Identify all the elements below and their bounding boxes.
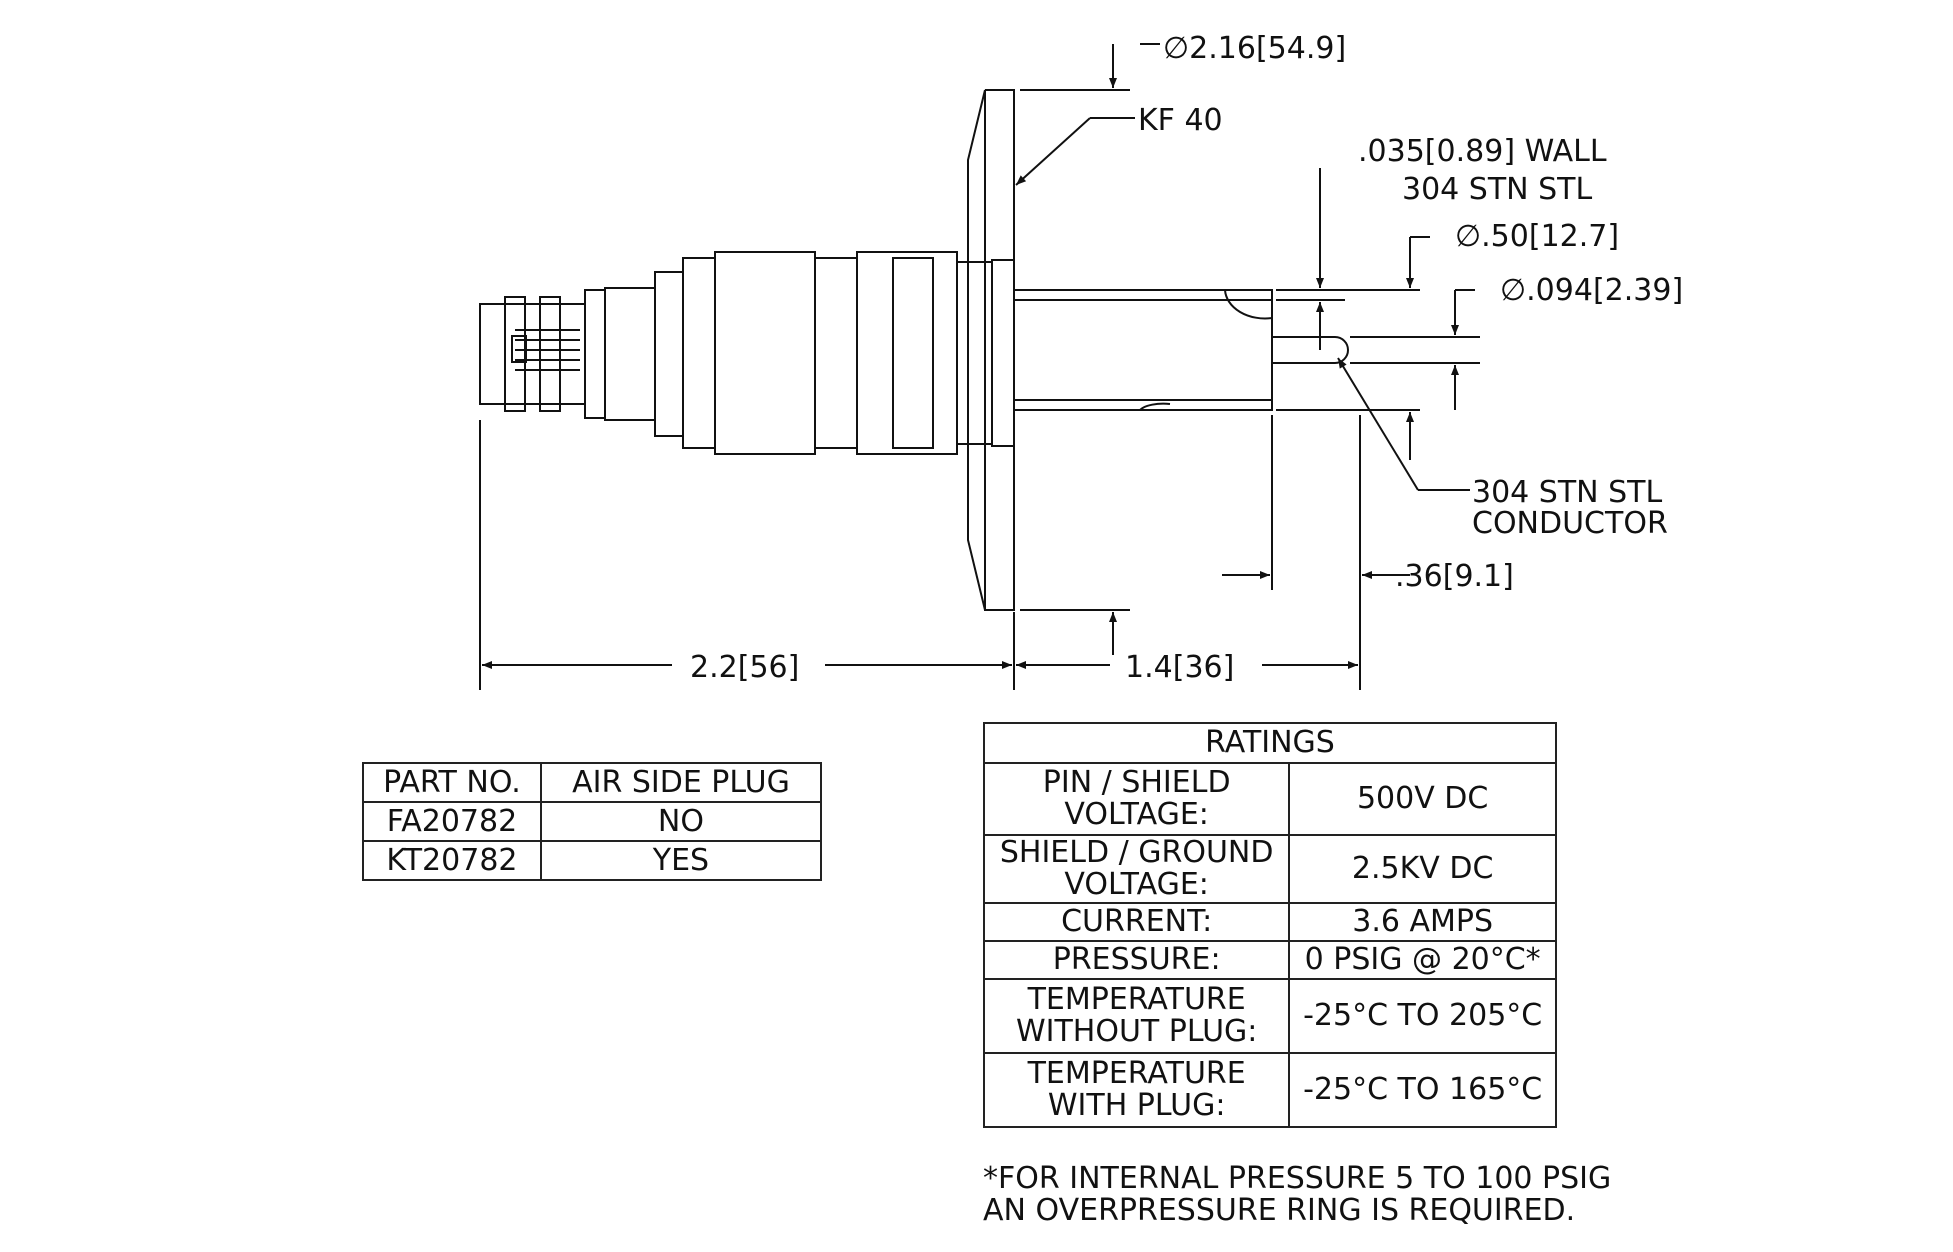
rating-label: SHIELD / GROUND VOLTAGE: bbox=[982, 834, 1291, 904]
table-row: FA20782 NO bbox=[362, 801, 823, 842]
part-number-table: PART NO. AIR SIDE PLUG FA20782 NO KT2078… bbox=[362, 762, 823, 881]
ratings-title: RATINGS bbox=[983, 722, 1557, 764]
flange-diameter-label: ∅2.16[54.9] bbox=[1163, 31, 1346, 66]
rating-value: 3.6 AMPS bbox=[1288, 902, 1557, 942]
ratings-title-row: RATINGS bbox=[983, 722, 1557, 764]
wall-material-label: 304 STN STL bbox=[1402, 172, 1593, 207]
vacuum-tube bbox=[1013, 289, 1273, 411]
air-side-plug-cell: NO bbox=[539, 801, 823, 842]
pin-diameter-label: ∅.094[2.39] bbox=[1500, 273, 1683, 308]
air-side-plug bbox=[479, 289, 606, 419]
rating-label: TEMPERATURE WITHOUT PLUG: bbox=[982, 978, 1291, 1054]
table-row: CURRENT: 3.6 AMPS bbox=[982, 902, 1557, 942]
rating-value: 500V DC bbox=[1288, 762, 1557, 836]
rating-value: 2.5KV DC bbox=[1288, 834, 1557, 904]
conductor-pin bbox=[1272, 336, 1349, 364]
table-row: TEMPERATURE WITHOUT PLUG: -25°C TO 205°C bbox=[982, 978, 1557, 1054]
connector-body bbox=[604, 251, 993, 455]
pressure-footnote: *FOR INTERNAL PRESSURE 5 TO 100 PSIG AN … bbox=[983, 1161, 1612, 1228]
rating-label: PIN / SHIELD VOLTAGE: bbox=[982, 762, 1291, 836]
header-air-side-plug: AIR SIDE PLUG bbox=[539, 762, 823, 803]
wall-thickness-label: .035[0.89] WALL bbox=[1358, 134, 1607, 169]
rating-label: PRESSURE: bbox=[982, 940, 1291, 980]
vacuum-length-label: 1.4[36] bbox=[1125, 650, 1234, 685]
part-outline bbox=[479, 89, 1349, 611]
ratings-table: RATINGS PIN / SHIELD VOLTAGE: 500V DC SH… bbox=[982, 722, 1557, 1128]
air-length-label: 2.2[56] bbox=[690, 650, 799, 685]
rating-value: 0 PSIG @ 20°C* bbox=[1288, 940, 1557, 980]
conductor-label-line2: CONDUCTOR bbox=[1472, 506, 1668, 541]
rating-label: TEMPERATURE WITH PLUG: bbox=[982, 1052, 1291, 1128]
dimension-lines bbox=[479, 43, 1480, 690]
table-row: KT20782 YES bbox=[362, 840, 823, 881]
tube-diameter-label: ∅.50[12.7] bbox=[1455, 219, 1619, 254]
rating-value: -25°C TO 205°C bbox=[1288, 978, 1557, 1054]
table-row: PIN / SHIELD VOLTAGE: 500V DC bbox=[982, 762, 1557, 836]
table-row: SHIELD / GROUND VOLTAGE: 2.5KV DC bbox=[982, 834, 1557, 904]
dimension-labels: ∅2.16[54.9] KF 40 .035[0.89] WALL 304 ST… bbox=[690, 31, 1683, 685]
kf40-flange bbox=[967, 89, 1015, 611]
header-part-no: PART NO. bbox=[362, 762, 542, 803]
part-no-cell: FA20782 bbox=[362, 801, 542, 842]
part-no-cell: KT20782 bbox=[362, 840, 542, 881]
table-row: PRESSURE: 0 PSIG @ 20°C* bbox=[982, 940, 1557, 980]
air-side-plug-cell: YES bbox=[539, 840, 823, 881]
table-header-row: PART NO. AIR SIDE PLUG bbox=[362, 762, 823, 803]
flange-type-label: KF 40 bbox=[1138, 103, 1223, 138]
rating-value: -25°C TO 165°C bbox=[1288, 1052, 1557, 1128]
rating-label: CURRENT: bbox=[982, 902, 1291, 942]
pin-extension-label: .36[9.1] bbox=[1395, 559, 1514, 594]
table-row: TEMPERATURE WITH PLUG: -25°C TO 165°C bbox=[982, 1052, 1557, 1128]
conductor-label-line1: 304 STN STL bbox=[1472, 475, 1663, 510]
